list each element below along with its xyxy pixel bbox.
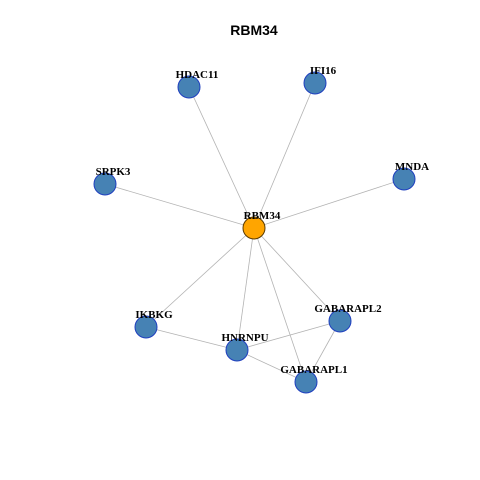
edge-rbm34-hnrnpu bbox=[236, 227, 255, 351]
edge-rbm34-mnda bbox=[253, 178, 405, 229]
node-ifi16[interactable] bbox=[303, 71, 327, 95]
node-label-mnda: MNDA bbox=[395, 161, 429, 173]
edge-hnrnpu-gabarapl1 bbox=[236, 349, 307, 383]
node-gabarapl2[interactable] bbox=[328, 309, 352, 333]
edge-hnrnpu-gabarapl2 bbox=[236, 320, 341, 351]
node-label-ifi16: IFI16 bbox=[310, 65, 337, 77]
edge-rbm34-ikbkg bbox=[145, 227, 255, 328]
edge-gabarapl2-gabarapl1 bbox=[305, 320, 341, 383]
edge-rbm34-gabarapl1 bbox=[253, 227, 307, 383]
edge-rbm34-gabarapl2 bbox=[253, 227, 341, 322]
node-label-gabarapl1: GABARAPL1 bbox=[280, 364, 347, 376]
node-label-hnrnpu: HNRNPU bbox=[221, 332, 268, 344]
node-ikbkg[interactable] bbox=[134, 315, 158, 339]
node-layer bbox=[93, 71, 416, 394]
edge-rbm34-srpk3 bbox=[104, 183, 255, 229]
node-rbm34[interactable] bbox=[242, 216, 266, 240]
edge-ikbkg-hnrnpu bbox=[145, 326, 238, 351]
node-srpk3[interactable] bbox=[93, 172, 117, 196]
node-label-rbm34: RBM34 bbox=[244, 210, 281, 222]
edge-rbm34-hdac11 bbox=[188, 86, 255, 229]
node-label-gabarapl2: GABARAPL2 bbox=[314, 303, 382, 315]
graph-title: RBM34 bbox=[230, 22, 278, 38]
edge-layer bbox=[104, 82, 405, 383]
node-hdac11[interactable] bbox=[177, 75, 201, 99]
node-label-hdac11: HDAC11 bbox=[176, 69, 219, 81]
node-hnrnpu[interactable] bbox=[225, 338, 249, 362]
node-label-ikbkg: IKBKG bbox=[135, 309, 173, 321]
node-gabarapl1[interactable] bbox=[294, 370, 318, 394]
node-mnda[interactable] bbox=[392, 167, 416, 191]
edge-rbm34-ifi16 bbox=[253, 82, 316, 229]
node-label-srpk3: SRPK3 bbox=[96, 166, 131, 178]
